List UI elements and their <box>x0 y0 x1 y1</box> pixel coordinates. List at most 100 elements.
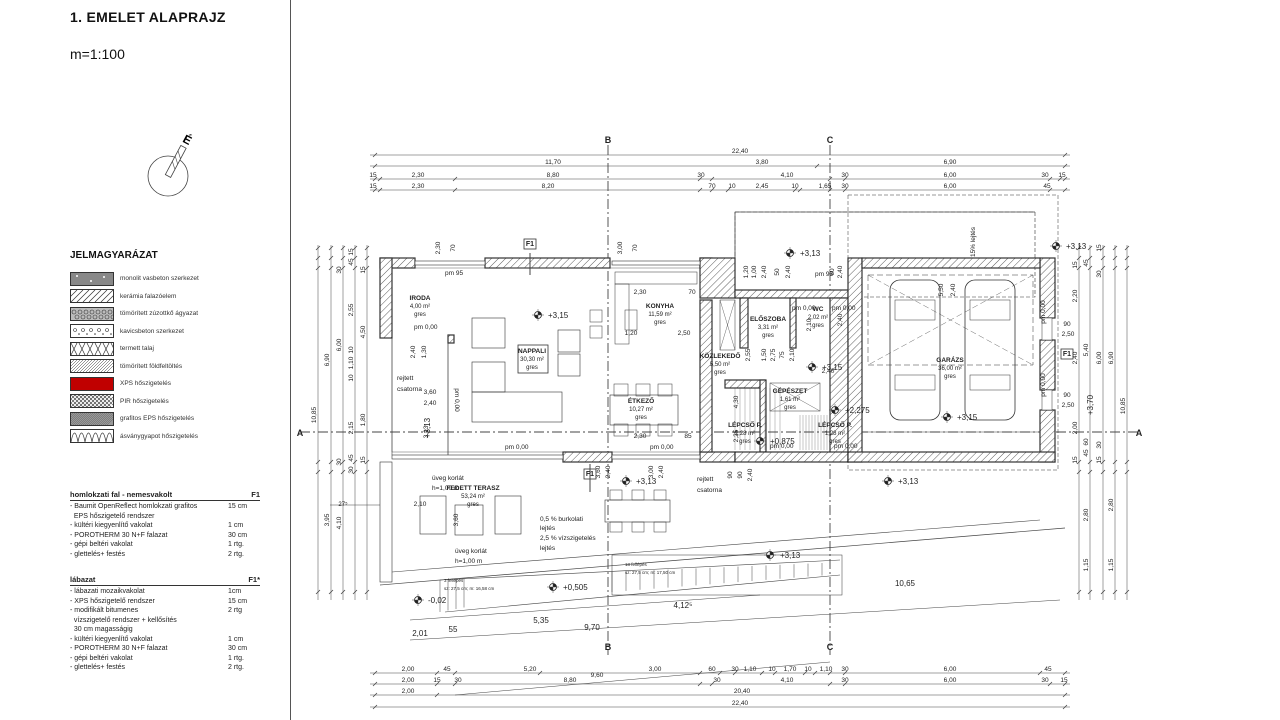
legend-item: grafitos EPS hőszigetelés <box>70 410 199 428</box>
glazing <box>611 454 701 460</box>
dimension-label: 22,40 <box>732 700 749 707</box>
dimension-label: 10 <box>791 183 799 190</box>
dim-tick <box>372 152 378 158</box>
dim-tick <box>315 255 321 261</box>
line <box>444 574 841 613</box>
dim-tick <box>812 670 818 676</box>
level-elevation: +3,13 <box>800 249 821 258</box>
dimension-label: 2,30 <box>634 289 647 296</box>
dimension-label: 3,00 <box>648 465 655 478</box>
dimension-label: 2,40 <box>837 265 844 278</box>
legend-item: termett talaj <box>70 340 199 358</box>
dim-tick <box>1124 459 1130 465</box>
dimension-label: 3,95 <box>324 513 331 526</box>
dim-tick <box>697 670 703 676</box>
chair <box>609 489 623 501</box>
dim-tick <box>377 187 383 193</box>
room-area: 2,02 m² <box>808 315 828 321</box>
spec-layer: - kültéri kiegyenlítő vakolat <box>70 635 153 643</box>
dim-tick <box>452 176 458 182</box>
terrace-table <box>604 499 671 523</box>
room-name: KÖZLEKEDŐ <box>700 351 741 360</box>
section-tag <box>1060 348 1074 360</box>
dimension-label: 55 <box>449 625 458 634</box>
dimension-label: 15 <box>433 677 441 684</box>
level-elevation: +2,275 <box>845 406 870 415</box>
spec-thickness: 2 rtg <box>228 607 243 614</box>
dim-tick <box>709 187 715 193</box>
lounge-chair <box>419 495 447 535</box>
dimension-label: 3,60 <box>453 513 460 526</box>
room-label-box <box>517 344 549 374</box>
axis-label-a: A <box>1136 428 1143 438</box>
dim-tick <box>452 670 458 676</box>
dim-tick <box>1087 245 1093 251</box>
pir-swatch-icon <box>70 394 114 409</box>
dim-tick <box>352 265 358 271</box>
dimension-label: 2,40 <box>761 265 768 278</box>
rear-window <box>894 374 936 391</box>
plan-note: pm 0,00 <box>453 388 460 412</box>
plan-note: 3 fellépés <box>444 578 464 583</box>
legend-label: XPS hőszigetelés <box>120 380 171 388</box>
closet <box>719 299 736 351</box>
legend-label: tömörített földfeltöltés <box>120 362 183 370</box>
legend-label: grafitos EPS hőszigetelés <box>120 415 195 423</box>
terrace-railing <box>391 519 1041 573</box>
spec-layer: - gépi beltéri vakolat <box>70 654 133 662</box>
dimension-label: 2,40 <box>424 400 437 407</box>
lounge-chair <box>494 495 522 535</box>
dim-tick <box>328 245 334 251</box>
dim-tick <box>372 681 378 687</box>
room-floor: gres <box>414 312 426 318</box>
level-elevation: +3,15 <box>548 311 569 320</box>
chair <box>635 383 651 397</box>
plan-note: lejtés <box>540 545 556 552</box>
windshield <box>969 299 1011 321</box>
dim-tick <box>1112 255 1118 261</box>
room-area: 1,28 m² <box>735 431 755 437</box>
terrace-edge <box>379 527 1066 586</box>
dim-tick <box>1100 469 1106 475</box>
dimension-label: 8,80 <box>564 677 577 684</box>
dim-tick <box>1087 265 1093 271</box>
room-floor: gres <box>944 374 956 380</box>
legend-label: termett talaj <box>120 345 154 353</box>
plan-note: lejtés <box>540 525 556 532</box>
dimension-label: 2,00 <box>402 677 415 684</box>
dim-tick <box>537 670 543 676</box>
dim-tick <box>709 176 715 182</box>
line <box>867 274 1034 366</box>
dim-tick <box>372 692 378 698</box>
spec-thickness: 15 cm <box>228 503 248 510</box>
wool-swatch-icon <box>70 429 114 444</box>
dimension-label: 15 <box>1072 261 1079 269</box>
dim-tick <box>340 255 346 261</box>
room-floor: gres <box>762 333 774 339</box>
dim-tick <box>772 670 778 676</box>
dimension-label: 6,90 <box>324 353 331 366</box>
car-icon <box>889 279 941 421</box>
wall <box>379 257 393 339</box>
room-floor: gres <box>467 502 479 508</box>
chair <box>613 383 629 397</box>
dimension-label: 3,13 <box>423 425 430 438</box>
plan-note: pm 0,00 <box>1040 373 1047 397</box>
legend-label: tömörített zúzottkő ágyazat <box>120 310 199 318</box>
dim-tick <box>364 245 370 251</box>
dim-tick <box>1100 265 1106 271</box>
wall <box>847 451 1056 463</box>
dimension-label: 2,25 <box>733 429 740 442</box>
dimension-label: 45 <box>1043 183 1051 190</box>
dimension-label: 8,20 <box>542 183 555 190</box>
dim-tick <box>340 265 346 271</box>
level-elevation: +3,13 <box>780 551 801 560</box>
dimension-label: 2,40 <box>605 465 612 478</box>
dimension-label: 30 <box>841 666 849 673</box>
xps-swatch-icon <box>70 376 114 391</box>
dimension-label: 30 <box>841 172 849 179</box>
level-elevation: +0,875 <box>770 437 795 446</box>
dimension-label: 3,00 <box>617 241 624 254</box>
